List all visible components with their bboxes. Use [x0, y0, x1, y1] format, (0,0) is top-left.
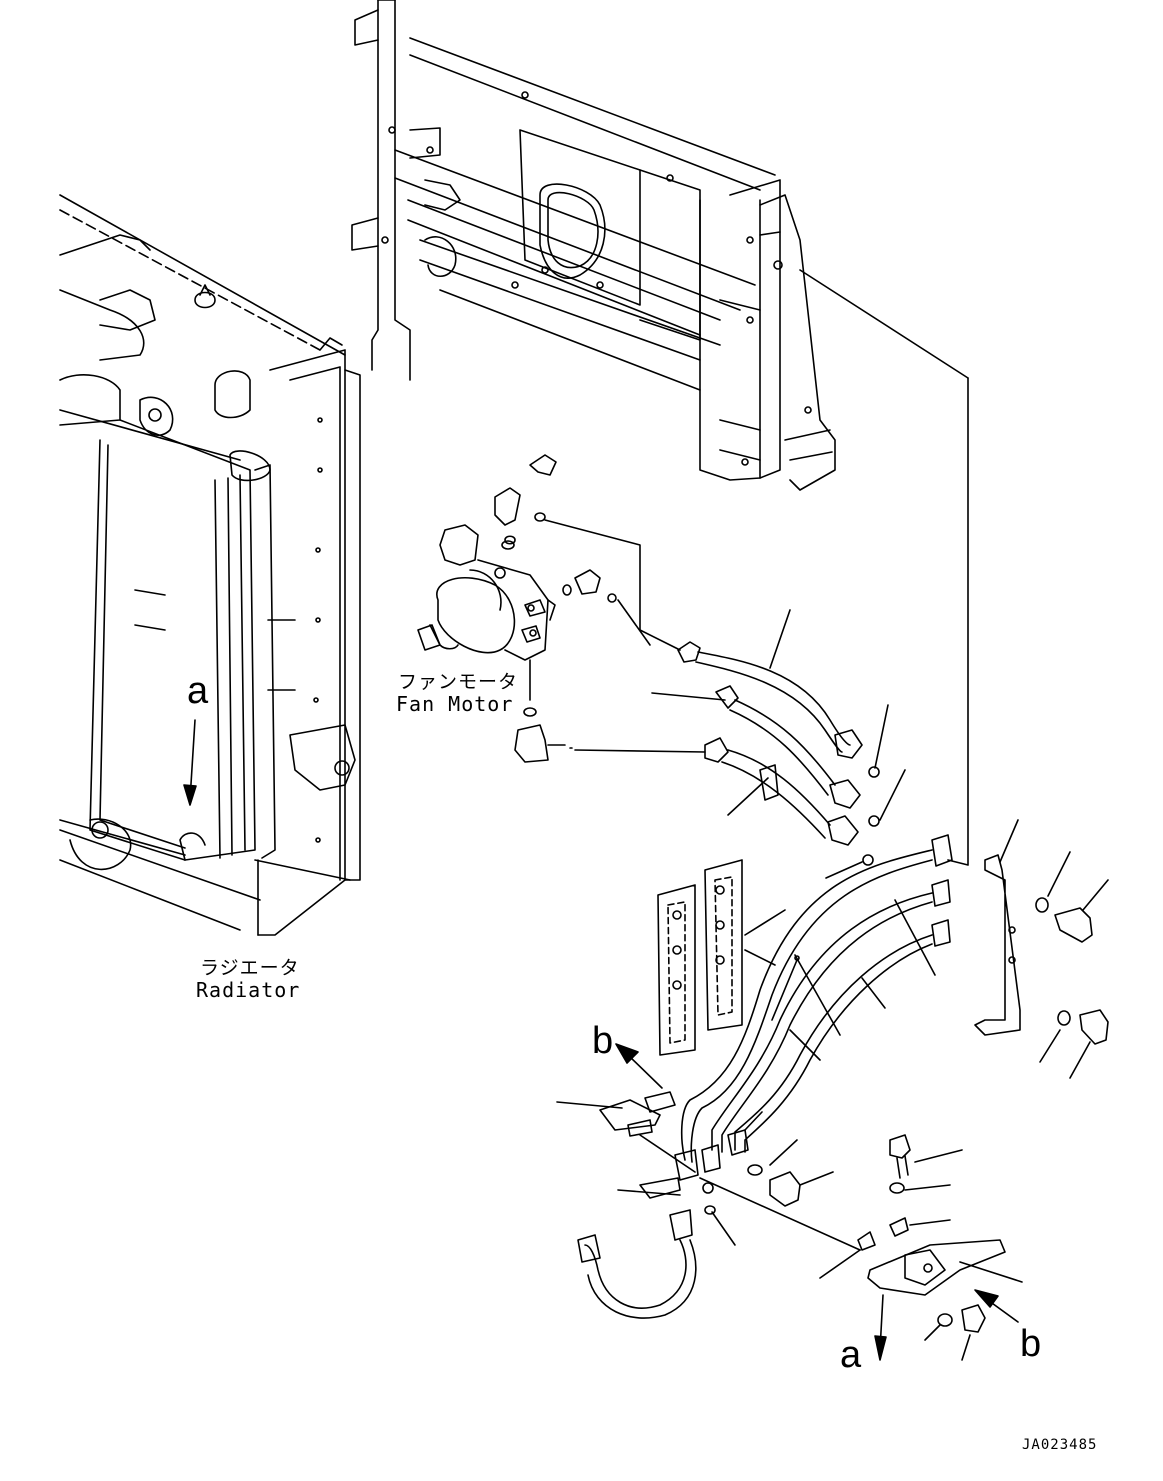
fan-motor-label-jp: ファンモータ: [398, 671, 519, 693]
fan-motor-assembly: [417, 454, 706, 763]
drawing-code: JA023485: [1022, 1437, 1098, 1453]
ref-mark-b-upper: b: [592, 1020, 614, 1062]
ref-mark-a-lower: a: [840, 1334, 862, 1376]
hose-assemblies: [651, 609, 906, 879]
radiator-assembly: [59, 194, 361, 936]
hydraulic-tubes: [639, 269, 969, 1251]
ref-mark-b-lower: b: [1020, 1323, 1042, 1365]
fan-shroud-frame: [351, 0, 836, 491]
bracket-fasteners: [974, 819, 1109, 1079]
ref-mark-a-upper: a: [187, 670, 209, 712]
reference-arrows: [183, 719, 1019, 1361]
lower-clamp-assembly: [556, 1091, 1023, 1361]
radiator-label-jp: ラジエータ: [200, 957, 300, 979]
fan-motor-label-en: Fan Motor: [396, 692, 514, 716]
radiator-label-en: Radiator: [196, 978, 301, 1002]
